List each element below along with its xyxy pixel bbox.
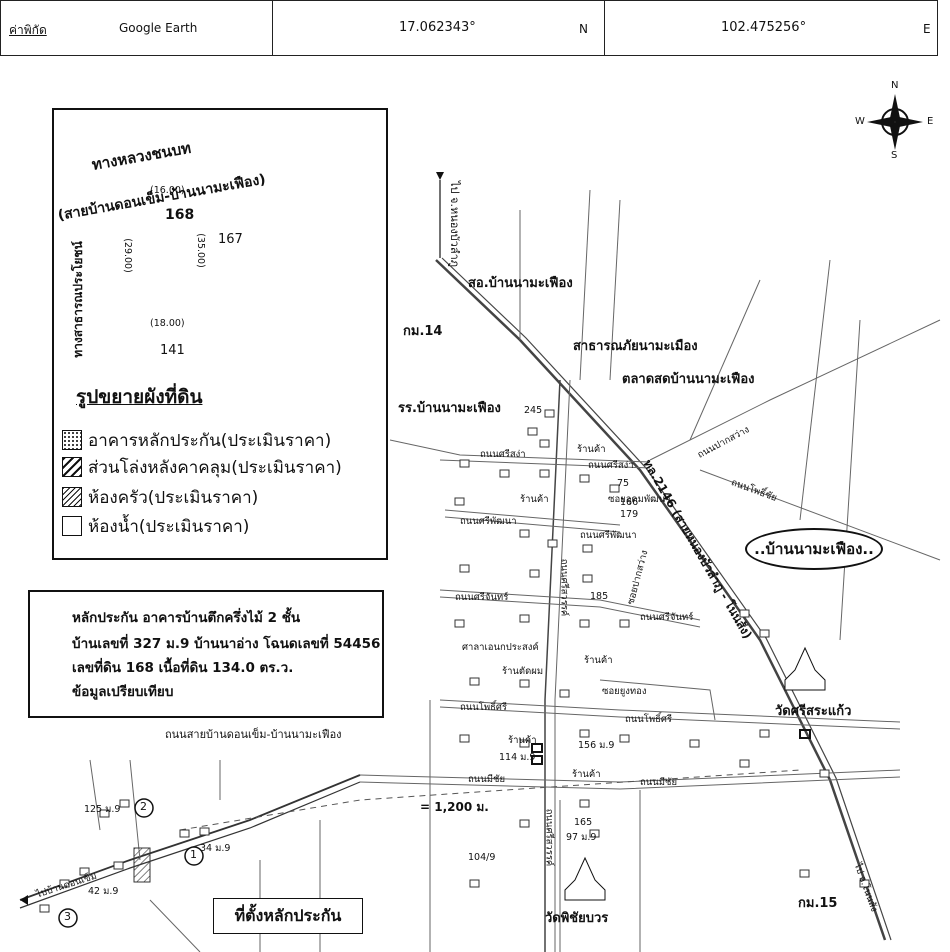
label-soi-yuenyong: ซอยยูงทอง	[602, 686, 647, 697]
legend-item-kitchen: ห้องครัว(ประเมินราคา)	[62, 485, 258, 509]
label-road-sisawan: ถนนศรีสวรรค์	[558, 558, 570, 617]
label-sala: ศาลาเอนกประสงค์	[462, 642, 539, 653]
label-road-phosi: ถนนโพธิ์ศรี	[460, 702, 508, 713]
dim-left: (29.00)	[121, 238, 133, 273]
plot-inset	[52, 108, 388, 560]
arrow-donkhem	[20, 895, 28, 905]
info-line-2: บ้านเลขที่ 327 ม.9 บ้านนาอ่าง โฉนดเลขที่…	[72, 636, 381, 652]
label-market: ตลาดสดบ้านนามะเฟือง	[622, 372, 755, 387]
compass-rose-icon	[867, 94, 923, 150]
label-km15: กม.15	[798, 896, 838, 911]
house-no: 125 ม.9	[84, 804, 121, 815]
comparison-markers	[58, 798, 204, 928]
house-no: 34 ม.9	[200, 843, 231, 854]
label-shop-3: ร้านค้า	[584, 655, 613, 666]
compass-e: E	[927, 116, 934, 127]
village-bubble: ..บ้านนามะเฟือง..	[745, 528, 883, 570]
label-road-phosi2: ถนนโพธิ์ศรี	[625, 714, 673, 725]
label-road-michai: ถนนมีชัย	[468, 774, 506, 785]
label-shop-5: ร้านค้า	[572, 769, 601, 780]
label-road-sisawan2: ถนนศรีสวรรค์	[543, 808, 555, 867]
label-km14: กม.14	[403, 324, 443, 339]
label-road-sisa2: ถนนศรีสง่า	[588, 460, 634, 471]
dim-right: (35.00)	[194, 233, 206, 268]
fine-hatched-swatch-icon	[62, 487, 82, 507]
inset-road-left: ทางสาธารณประโยชน์	[70, 241, 85, 358]
collateral-info-box	[28, 590, 384, 718]
legend-item-building: อาคารหลักประกัน(ประเมินราคา)	[62, 428, 331, 452]
compass-n: N	[891, 80, 899, 91]
label-salon: ร้านตัดผม	[502, 666, 544, 677]
marker-2: 2	[140, 800, 147, 813]
dotted-swatch-icon	[62, 430, 82, 450]
neighbor-bottom: 141	[160, 343, 185, 358]
label-distance: = 1,200 ม.	[420, 800, 489, 814]
info-line-4: ข้อมูลเปรียบเทียบ	[72, 684, 174, 700]
house-no: 104/9	[468, 852, 496, 863]
label-school: รร.บ้านนามะเฟือง	[398, 401, 501, 416]
house-no: 179	[620, 509, 639, 520]
latitude-dir: N	[579, 22, 588, 36]
house-no: 114 ม.9	[499, 752, 536, 763]
latitude-cell: 17.062343° N	[273, 1, 605, 55]
compass-w: W	[855, 116, 865, 127]
label-wat-srisakaeo: วัดศรีสระแก้ว	[775, 704, 852, 719]
house-no: 245	[524, 405, 543, 416]
legend-title: รูปขยายผังที่ดิน	[76, 386, 203, 408]
label-disaster: สาธารณภัยนามะเมือง	[573, 339, 698, 354]
label-road-michai2: ถนนมีชัย	[640, 777, 678, 788]
label-road-sichan2: ถนนศรีจันทร์	[640, 612, 694, 623]
label-road-siphatthana2: ถนนศรีพัฒนา	[580, 530, 637, 541]
compass-s: S	[891, 150, 898, 161]
longitude-dir: E	[923, 22, 931, 36]
house-no: 156 ม.9	[578, 740, 615, 751]
plot-number: 168	[165, 207, 195, 223]
temple-icon	[564, 646, 826, 901]
label-shop-2: ร้านค้า	[520, 494, 549, 505]
label-health-station: สอ.บ้านนามะเฟือง	[468, 276, 573, 291]
coordinate-source: Google Earth	[119, 21, 198, 35]
blank-swatch-icon	[62, 516, 82, 536]
label-shop-4: ร้านค้า	[508, 735, 537, 746]
coordinate-header: ค่าพิกัด Google Earth 17.062343° N 102.4…	[0, 0, 938, 56]
house-blocks	[39, 409, 870, 913]
distance-line	[179, 769, 801, 831]
house-no: 42 ม.9	[88, 886, 119, 897]
info-line-1: หลักประกัน อาคารบ้านตึกครึ่งไม้ 2 ชั้น	[72, 610, 301, 626]
marker-3: 3	[64, 910, 71, 923]
label-wat-phichai: วัดพิชัยบวร	[545, 911, 609, 926]
house-no: 166	[620, 497, 639, 508]
dim-top: (16.00)	[150, 185, 185, 196]
coordinate-label: ค่าพิกัด	[9, 23, 47, 37]
longitude-cell: 102.475256° E	[605, 1, 939, 55]
label-shop-1: ร้านค้า	[577, 444, 606, 455]
info-line-3: เลขที่ดิน 168 เนื้อที่ดิน 134.0 ตร.ว.	[72, 660, 294, 676]
source-cell: ค่าพิกัด Google Earth	[1, 1, 273, 55]
longitude-value: 102.475256°	[721, 20, 807, 35]
label-to-nongbua: ไป จ.หนองบัวลำภู	[448, 180, 462, 268]
collateral-location-box: ที่ตั้งหลักประกัน	[213, 898, 363, 934]
label-road-sichan: ถนนศรีจันทร์	[455, 592, 509, 603]
latitude-value: 17.062343°	[399, 20, 476, 35]
hatched-swatch-icon	[62, 457, 82, 477]
label-main-road: ถนนสายบ้านดอนเข็ม-บ้านนามะเฟือง	[165, 728, 342, 741]
legend-item-shelter: ส่วนโล่งหลังคาคลุม(ประเมินราคา)	[62, 455, 342, 479]
collateral-plot	[133, 847, 151, 883]
house-no: 97 ม.9	[566, 832, 597, 843]
house-no: 185	[590, 591, 609, 602]
marker-1: 1	[190, 848, 197, 861]
neighbor-right: 167	[218, 232, 243, 247]
label-soi-udomphatthana: ซอยอุดมพัฒนา	[608, 494, 671, 505]
highlighted-houses	[531, 729, 811, 765]
label-road-sisa: ถนนศรีสง่า	[480, 449, 526, 460]
legend-item-bathroom: ห้องน้ำ(ประเมินราคา)	[62, 514, 249, 538]
highway-road	[435, 259, 887, 941]
house-no: 75	[617, 478, 630, 489]
house-no: 165	[574, 817, 593, 828]
label-road-siphatthana: ถนนศรีพัฒนา	[460, 516, 517, 527]
dim-bottom: (18.00)	[150, 318, 185, 329]
